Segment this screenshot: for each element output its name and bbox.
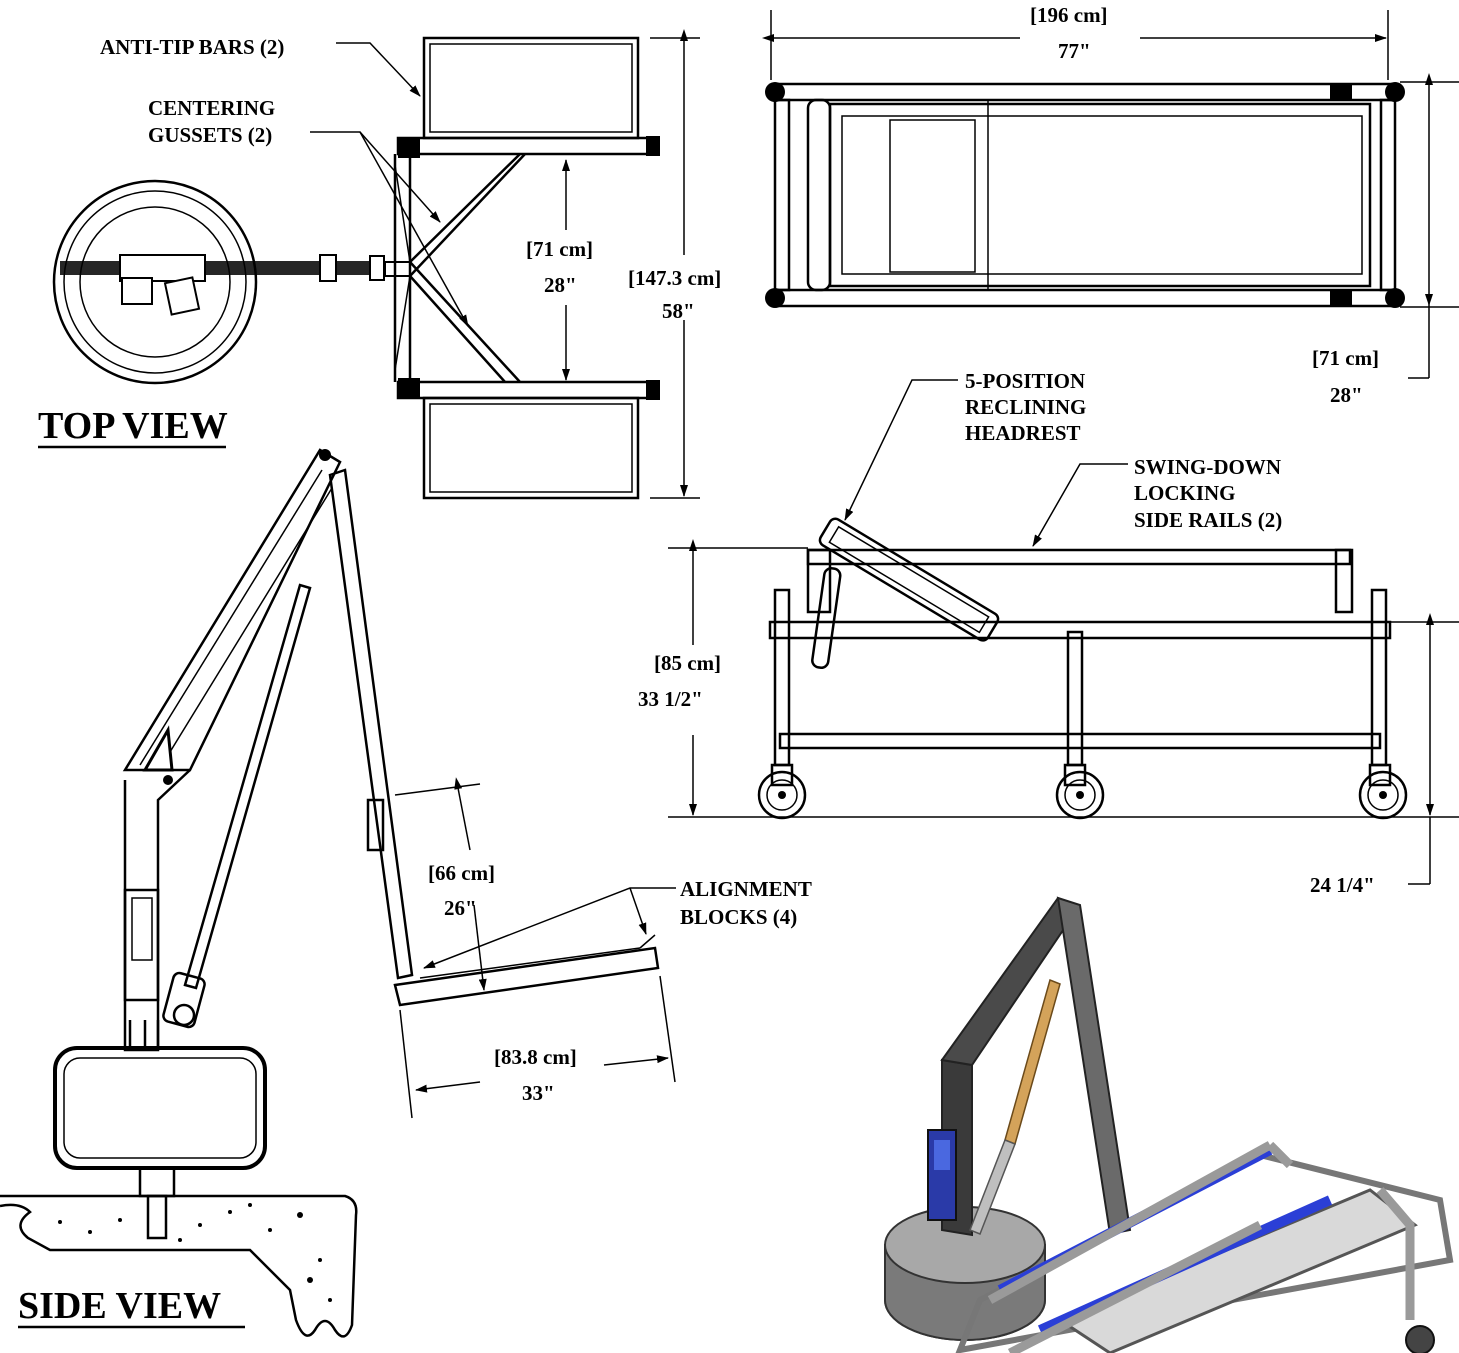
- base-circle-inner: [63, 190, 247, 374]
- caster-left: [757, 763, 807, 820]
- rails-label-line3: SIDE RAILS (2): [1134, 508, 1282, 532]
- stretcher-width-cm: [71 cm]: [1312, 346, 1379, 370]
- gusset-gap-dimension: [71 cm] 28": [526, 159, 593, 381]
- centering-label-line1: CENTERING: [148, 96, 275, 120]
- stretcher-width-in: 28": [1330, 383, 1363, 407]
- anti-tip-callout: ANTI-TIP BARS (2): [100, 35, 421, 97]
- isometric-render: [884, 896, 1454, 1353]
- headrest-callout: 5-POSITION RECLINING HEADREST: [844, 369, 1086, 521]
- seat-back-cm: [66 cm]: [428, 861, 495, 885]
- deck-height-dimension: 24 1/4": [1310, 613, 1459, 897]
- stretcher-length-dimension: [196 cm] 77": [762, 3, 1389, 80]
- seat-length-dimension: [83.8 cm] 33": [399, 975, 676, 1119]
- headrest-label-line3: HEADREST: [965, 421, 1081, 445]
- seat-hanger: [328, 468, 414, 980]
- side-rails-callout: SWING-DOWN LOCKING SIDE RAILS (2): [1032, 455, 1282, 547]
- top-view-title: TOP VIEW: [38, 405, 228, 447]
- base-width-dimension: [147.3 cm] 58": [628, 29, 721, 499]
- lift-side-drawing: [0, 448, 660, 1338]
- anti-tip-label: ANTI-TIP BARS (2): [100, 35, 284, 59]
- rails-label-line1: SWING-DOWN: [1134, 455, 1281, 479]
- seat-back-in: 26": [444, 896, 477, 920]
- base-width-cm: [147.3 cm]: [628, 266, 721, 290]
- base-circle-outer: [52, 179, 258, 385]
- gusset-gap-in: 28": [544, 273, 577, 297]
- gusset-gap-cm: [71 cm]: [526, 237, 593, 261]
- align-label-line2: BLOCKS (4): [680, 905, 797, 929]
- deck-height-in: 24 1/4": [1310, 873, 1375, 897]
- seat-length-in: 33": [522, 1081, 555, 1105]
- caster-right: [1358, 763, 1408, 820]
- seat: [393, 946, 660, 1007]
- caster-middle: [1055, 763, 1105, 820]
- centering-gusset-upper: [409, 153, 526, 277]
- actuator: [183, 583, 312, 990]
- stretcher-side-drawing: [668, 517, 1459, 820]
- alignment-blocks-callout: ALIGNMENT BLOCKS (4): [423, 877, 812, 969]
- headrest-label-line2: RECLINING: [965, 395, 1086, 419]
- top-view-drawing: [52, 36, 660, 500]
- pool-deck: [0, 1194, 358, 1338]
- lift-base: [53, 1046, 267, 1170]
- centering-label-line2: GUSSETS (2): [148, 123, 272, 147]
- headrest-label-line1: 5-POSITION: [965, 369, 1085, 393]
- centering-gussets-callout: CENTERING GUSSETS (2): [148, 96, 469, 327]
- seat-length-cm: [83.8 cm]: [494, 1045, 577, 1069]
- stretcher-height-dimension: [85 cm] 33 1/2": [638, 539, 808, 816]
- stretcher-length-in: 77": [1058, 39, 1091, 63]
- align-label-line1: ALIGNMENT: [680, 877, 812, 901]
- stretcher-deck-plan: [828, 102, 1372, 288]
- boom-top: [60, 261, 405, 275]
- base-width-in: 58": [662, 299, 695, 323]
- headrest: [818, 517, 1000, 642]
- rails-label-line2: LOCKING: [1134, 481, 1236, 505]
- side-view-title: SIDE VIEW: [18, 1285, 221, 1327]
- stretcher-height-cm: [85 cm]: [654, 651, 721, 675]
- anti-tip-bar-lower: [422, 396, 640, 500]
- boom-arm: [122, 448, 342, 772]
- stretcher-plan-drawing: [765, 82, 1405, 308]
- stretcher-width-dimension: [71 cm] 28": [1312, 73, 1459, 407]
- seat-back-dimension: [66 cm] 26": [394, 777, 495, 991]
- stretcher-height-in: 33 1/2": [638, 687, 703, 711]
- stretcher-length-cm: [196 cm]: [1030, 3, 1108, 27]
- anti-tip-bar-upper: [422, 36, 640, 140]
